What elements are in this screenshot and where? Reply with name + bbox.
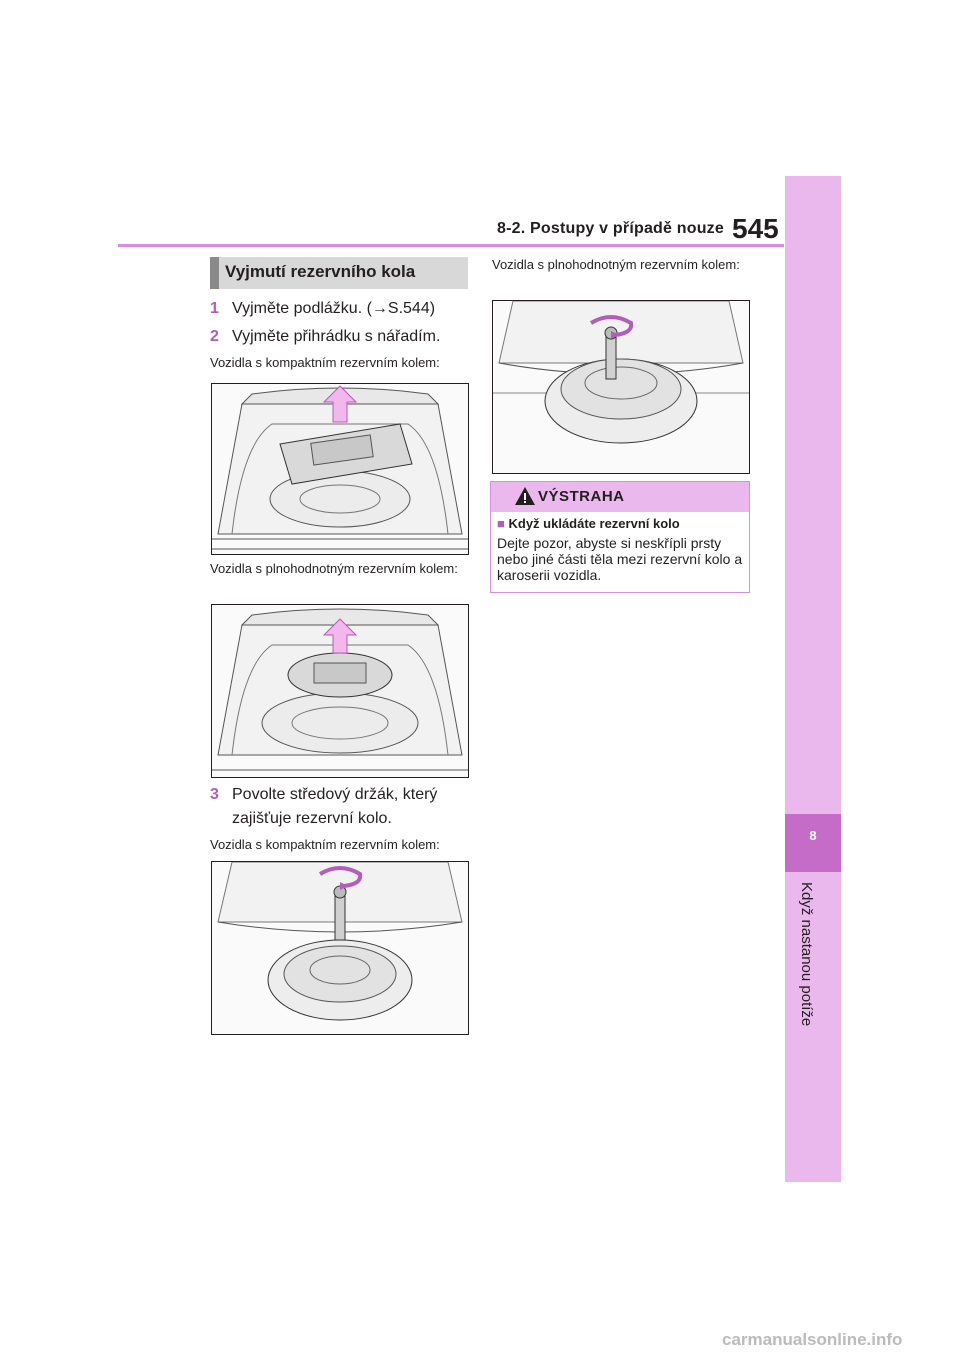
section-heading-bg <box>210 257 468 289</box>
step-1: 1 Vyjměte podlážku. (→S.544) <box>210 296 435 322</box>
warning-subtitle-text: Když ukládáte rezervní kolo <box>508 516 680 531</box>
trunk-illustration-full-tray <box>212 608 468 771</box>
figure-compact-tray <box>211 383 469 555</box>
header-rule <box>118 244 784 247</box>
trunk-illustration-compact-holder <box>217 862 463 1021</box>
chapter-title: Když nastanou potíže <box>798 882 815 1027</box>
header-section-title: 8-2. Postupy v případě nouze <box>497 220 724 237</box>
step-2-number: 2 <box>210 328 219 345</box>
chapter-side-tab <box>785 176 841 1182</box>
figure-full-holder <box>492 300 750 474</box>
figure-compact-holder <box>211 861 469 1035</box>
caption-compact-2: Vozidla s kompaktním rezervním kolem: <box>210 837 440 852</box>
chapter-number-box <box>785 814 841 872</box>
warning-subtitle: ■ Když ukládáte rezervní kolo <box>497 516 680 531</box>
caption-full-2: Vozidla s plnohodnotným rezervním kolem: <box>492 257 740 272</box>
warning-box <box>490 481 750 593</box>
warning-triangle-icon <box>514 486 536 511</box>
watermark: carmanualsonline.info <box>722 1330 903 1349</box>
step-3-line2: zajišťuje rezervní kolo. <box>232 806 392 832</box>
square-bullet-icon: ■ <box>497 516 505 531</box>
warning-header <box>491 482 749 512</box>
step-3: 3 Povolte středový držák, který <box>210 782 437 808</box>
caption-compact-1: Vozidla s kompaktním rezervním kolem: <box>210 355 440 370</box>
trunk-illustration-compact-tray <box>212 385 468 550</box>
step-3-text-line2: zajišťuje rezervní kolo. <box>232 810 392 827</box>
section-title: Vyjmutí rezervního kola <box>225 262 416 281</box>
section-heading-bar <box>210 257 219 289</box>
step-1-number: 1 <box>210 300 219 317</box>
warning-title: VÝSTRAHA <box>538 488 625 505</box>
step-3-text-line1: Povolte středový držák, který <box>232 786 438 803</box>
step-1-text: Vyjměte podlážku. (→S.544) <box>232 300 436 317</box>
page-number: 545 <box>732 213 779 244</box>
warning-body: Dejte pozor, abyste si neskřípli prsty n… <box>497 535 743 583</box>
figure-full-tray <box>211 604 469 778</box>
caption-full-1: Vozidla s plnohodnotným rezervním kolem: <box>210 561 458 576</box>
step-2: 2 Vyjměte přihrádku s nářadím. <box>210 324 440 350</box>
step-2-text: Vyjměte přihrádku s nářadím. <box>232 328 441 345</box>
chapter-number: 8 <box>809 828 817 843</box>
step-3-number: 3 <box>210 786 219 803</box>
trunk-illustration-full-holder <box>493 301 749 444</box>
